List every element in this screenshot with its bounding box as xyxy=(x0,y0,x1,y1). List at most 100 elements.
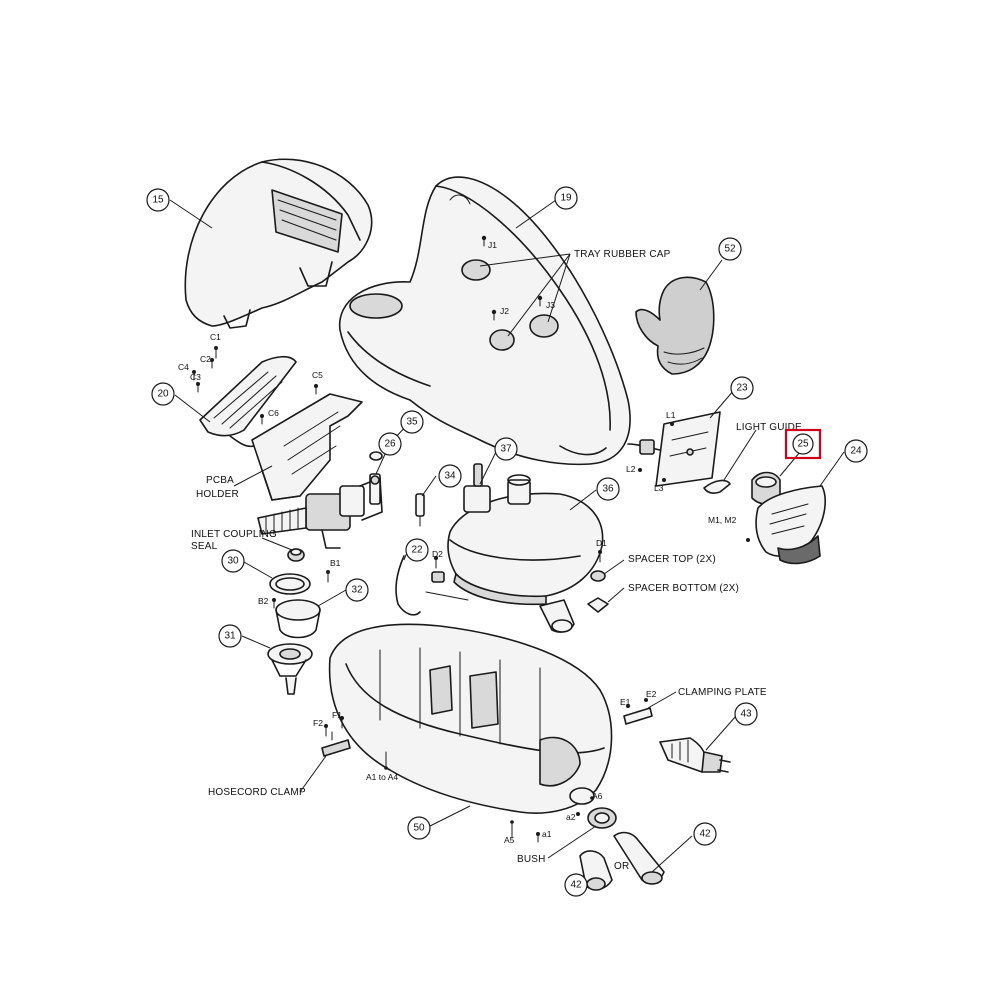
screw-d1-label: D1 xyxy=(596,538,607,548)
part-31-filter xyxy=(267,643,313,695)
callout-52: 52 xyxy=(718,237,742,261)
tray-rubber-cap-leaders xyxy=(479,253,571,337)
screw-a6 xyxy=(590,796,594,800)
screw-e2-label: E2 xyxy=(646,689,657,699)
screw-m1m2-label: M1, M2 xyxy=(708,515,737,525)
part-43-power-plug xyxy=(659,737,731,773)
screw-b1 xyxy=(326,570,330,583)
part-37-thermostat xyxy=(463,463,491,513)
screw-j1-label: J1 xyxy=(488,240,497,250)
svg-text:37: 37 xyxy=(500,444,512,455)
svg-text:25: 25 xyxy=(797,439,809,450)
callout-42-left: 42 xyxy=(564,873,588,897)
pcba-holder-label-line1: PCBA xyxy=(206,475,234,486)
screw-f1 xyxy=(340,716,344,729)
screw-f2 xyxy=(324,724,328,737)
callout-26: 26 xyxy=(378,432,402,456)
screw-c2-label: C2 xyxy=(200,354,211,364)
part-50-base-housing xyxy=(328,623,613,814)
screw-l2 xyxy=(638,468,642,472)
bush xyxy=(587,807,617,829)
svg-text:32: 32 xyxy=(351,585,363,596)
screw-c5 xyxy=(314,384,318,395)
callout-34: 34 xyxy=(438,464,462,488)
callout-15: 15 xyxy=(146,188,170,212)
callout-50: 50 xyxy=(407,816,431,840)
callout-36: 36 xyxy=(596,477,620,501)
svg-text:26: 26 xyxy=(384,439,396,450)
part-35-grommet xyxy=(369,451,383,461)
screw-a2-small-label: a2 xyxy=(566,812,576,822)
inlet-coupling-seal xyxy=(287,548,305,562)
svg-text:42: 42 xyxy=(699,829,711,840)
svg-text:50: 50 xyxy=(413,823,425,834)
screw-l1 xyxy=(670,422,674,426)
callout-37: 37 xyxy=(494,437,518,461)
screw-d2-label: D2 xyxy=(432,549,443,559)
screw-e1 xyxy=(626,704,630,708)
screw-a1-small xyxy=(536,832,540,843)
screw-f1-label: F1 xyxy=(332,710,342,720)
screw-d2 xyxy=(434,556,438,569)
screw-j2 xyxy=(491,309,497,321)
tray-rubber-cap-label: TRAY RUBBER CAP xyxy=(574,249,671,260)
callout-31: 31 xyxy=(218,624,242,648)
highlight-box-callout-25 xyxy=(784,428,822,460)
screw-c3 xyxy=(196,382,200,393)
callout-19: 19 xyxy=(554,186,578,210)
svg-text:19: 19 xyxy=(560,193,572,204)
part-19-upper-housing xyxy=(338,176,631,466)
screw-l3 xyxy=(662,478,666,482)
screw-b2 xyxy=(272,598,276,609)
or-label: OR xyxy=(614,861,629,872)
inlet-coupling-label-line1: INLET COUPLING xyxy=(191,529,277,540)
light-guide xyxy=(703,479,731,494)
screw-e2 xyxy=(644,698,648,702)
spacer-bottom-label: SPACER BOTTOM (2X) xyxy=(628,583,739,594)
callout-43: 43 xyxy=(734,702,758,726)
pcba-holder-label-line2: HOLDER xyxy=(196,489,239,500)
part-22-wire xyxy=(395,555,469,616)
screw-m1m2 xyxy=(746,538,750,542)
screw-c5-label: C5 xyxy=(312,370,323,380)
part-34-sensor xyxy=(415,493,425,527)
part-32-cup xyxy=(275,599,321,639)
screw-a1to4 xyxy=(384,751,388,770)
callout-23: 23 xyxy=(730,376,754,400)
part-36-boiler xyxy=(447,474,604,633)
callout-22: 22 xyxy=(405,538,429,562)
screw-c1-label: C1 xyxy=(210,332,221,342)
clamping-plate-label: CLAMPING PLATE xyxy=(678,687,767,698)
spacer-top xyxy=(590,570,606,582)
pcba-holder xyxy=(251,393,363,501)
part-24-switch-housing xyxy=(755,485,826,565)
screw-c4 xyxy=(192,370,196,381)
pump-assembly xyxy=(257,477,383,549)
svg-text:36: 36 xyxy=(602,484,614,495)
screw-c6-label: C6 xyxy=(268,408,279,418)
callout-leaders xyxy=(169,199,845,883)
screw-f2-label: F2 xyxy=(313,718,323,728)
screw-j2-label: J2 xyxy=(500,306,509,316)
svg-text:35: 35 xyxy=(406,417,418,428)
hosecord-clamp xyxy=(321,731,351,757)
inlet-coupling-label-line2: SEAL xyxy=(191,541,218,552)
svg-text:52: 52 xyxy=(724,244,736,255)
svg-text:42: 42 xyxy=(570,880,582,891)
part-30-ring xyxy=(269,573,311,595)
part-26-valve xyxy=(369,473,381,505)
part-25-lens xyxy=(751,471,781,505)
spacer-bottom xyxy=(587,597,609,613)
callout-42-right: 42 xyxy=(693,822,717,846)
screw-c6 xyxy=(260,414,264,425)
callout-24: 24 xyxy=(844,439,868,463)
part-15-top-cover xyxy=(184,158,373,329)
svg-text:15: 15 xyxy=(152,195,164,206)
part-20-pcb-cover xyxy=(199,355,297,448)
bush-label: BUSH xyxy=(517,854,546,865)
part-42-nozzle-b xyxy=(613,831,665,885)
svg-text:30: 30 xyxy=(227,556,239,567)
screw-a1to4-label: A1 to A4 xyxy=(366,772,398,782)
svg-text:23: 23 xyxy=(736,383,748,394)
